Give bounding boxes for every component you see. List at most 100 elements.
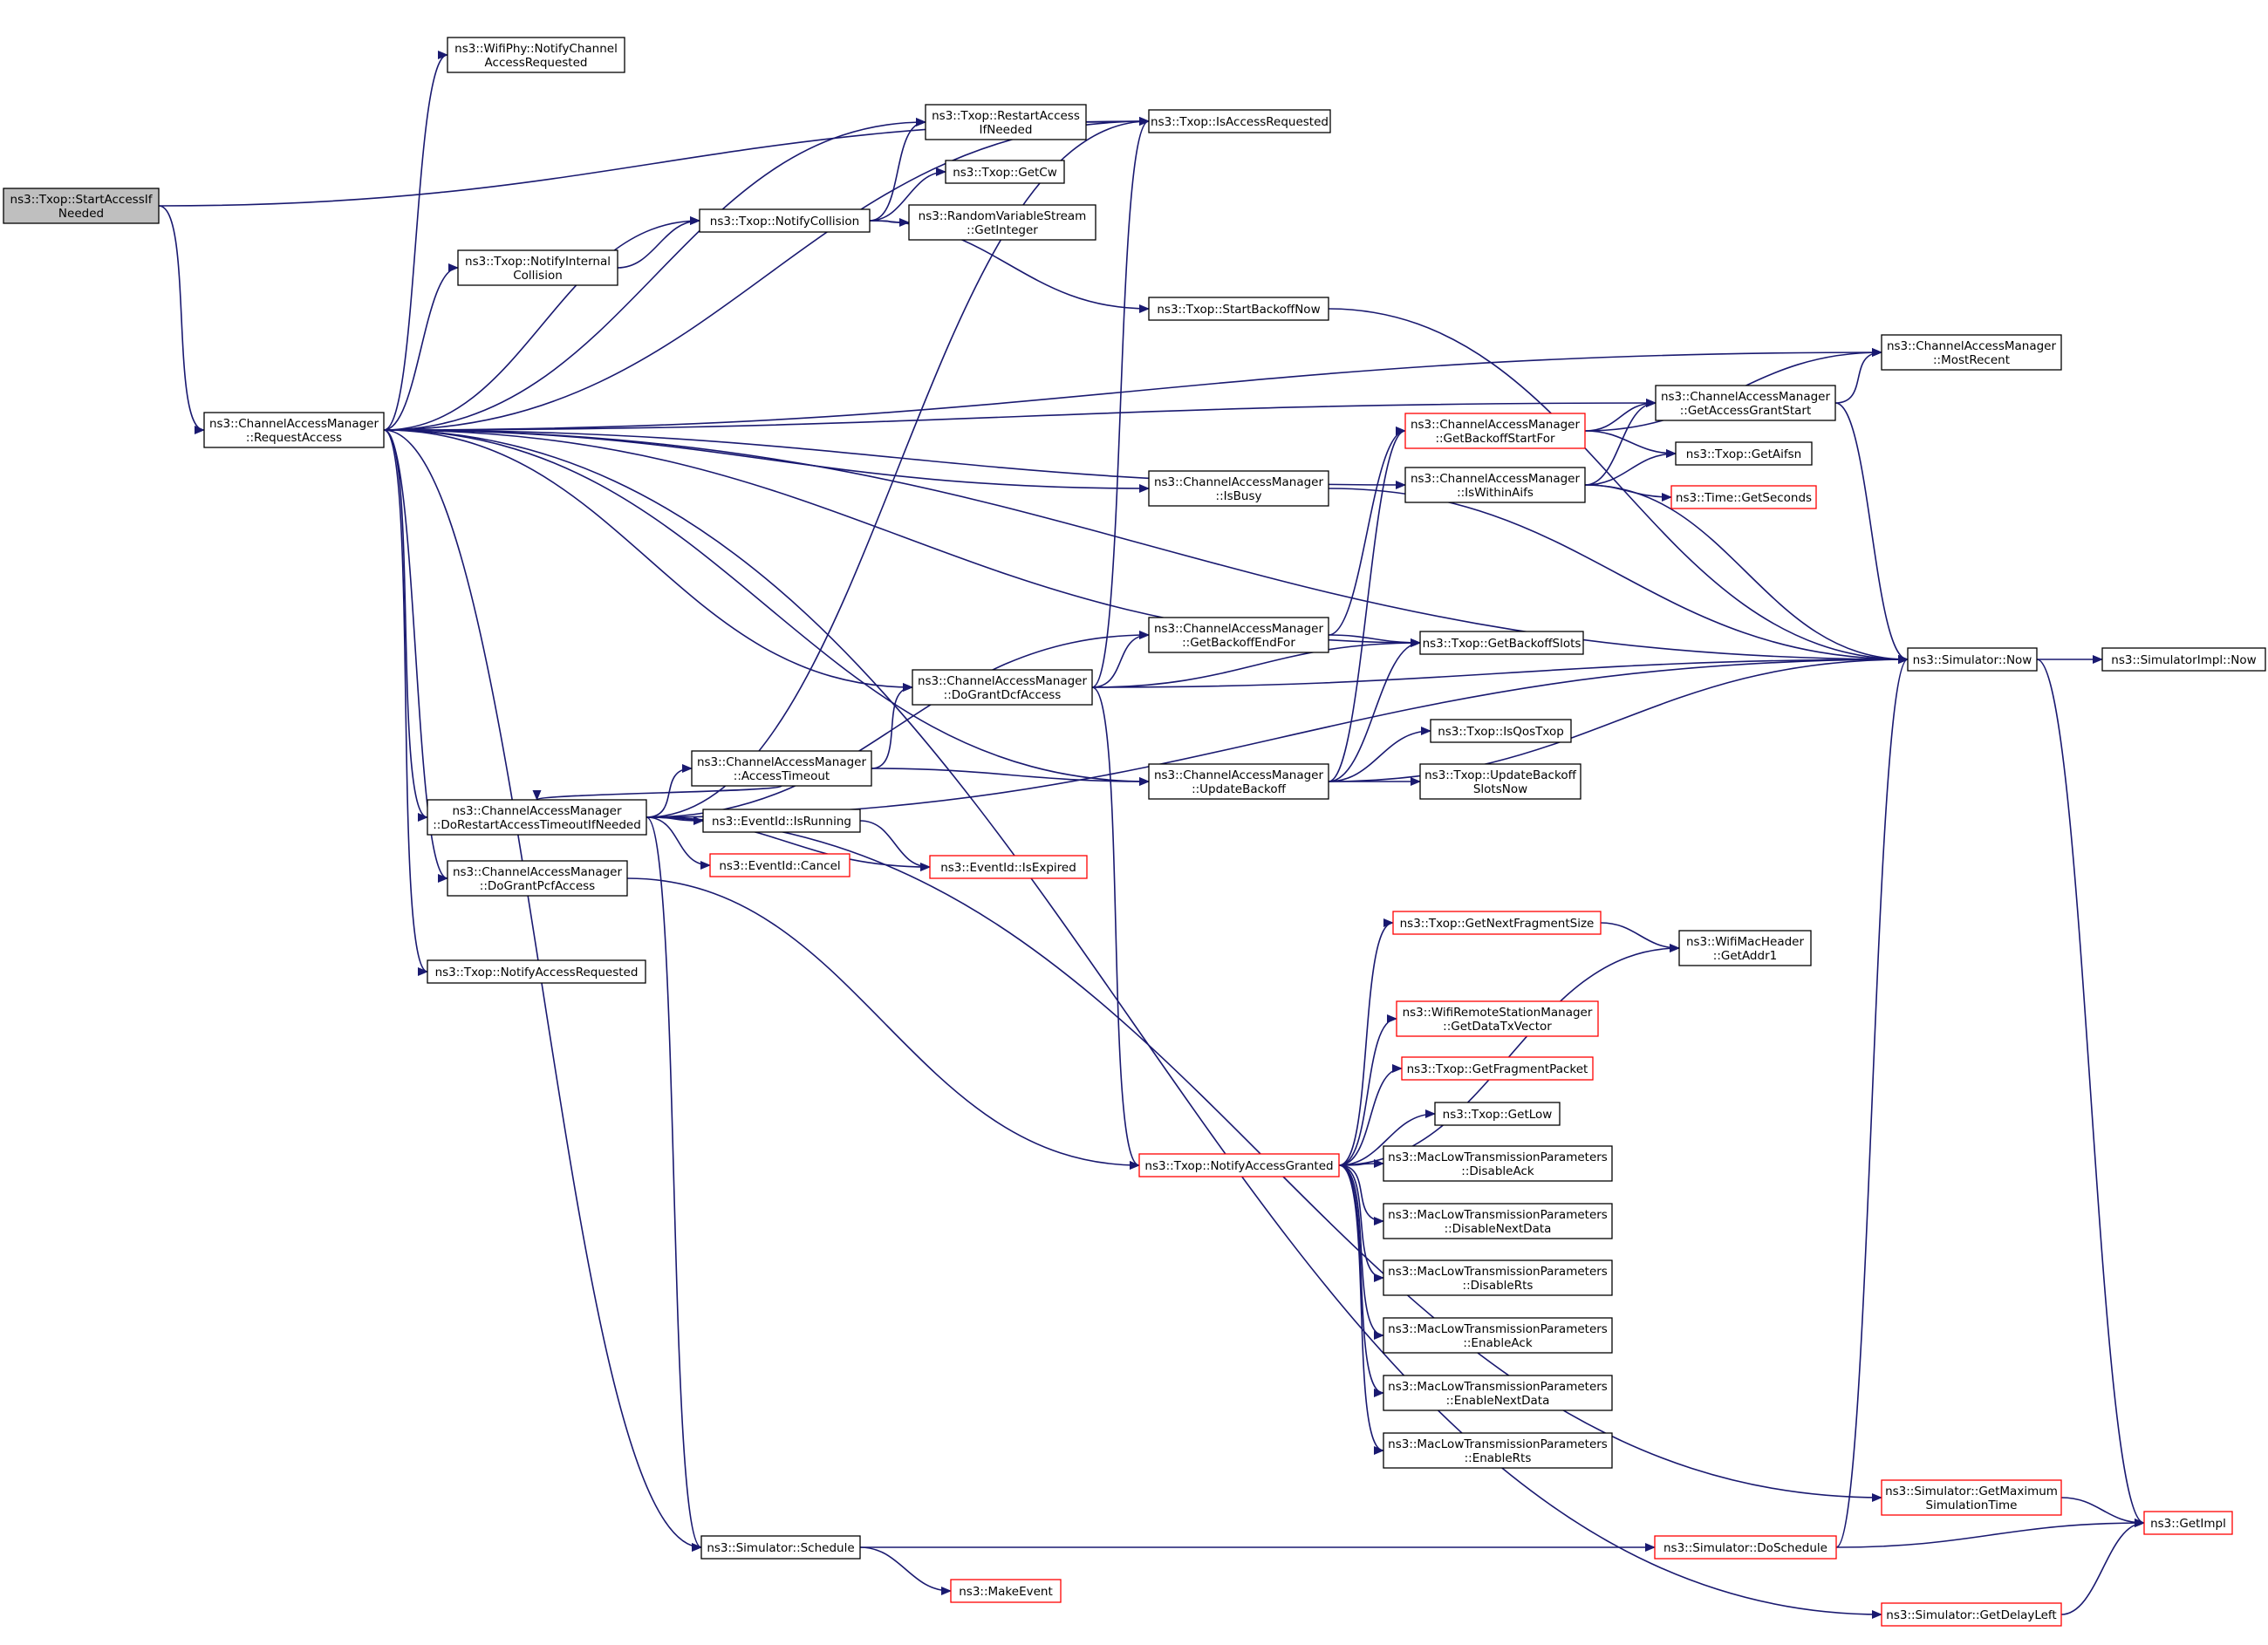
graph-node-getImpl[interactable]: ns3::GetImpl (2143, 1511, 2233, 1535)
node-label-line: ns3::ChannelAccessManager (1411, 418, 1581, 432)
call-edge-doGrantDcfAccess-to-isAccessRequested (1091, 117, 1150, 688)
call-edge-getBackoffStartFor-to-getAccessGrantStart (1584, 399, 1657, 432)
node-label-line: ns3::ChannelAccessManager (1154, 475, 1324, 489)
node-label-line: ::EnableAck (1463, 1336, 1533, 1350)
call-edge-startBackoffNow-to-simulatorNow (1328, 308, 1909, 664)
graph-node-enableNextData[interactable]: ns3::MacLowTransmissionParameters::Enabl… (1383, 1375, 1613, 1411)
node-box (1881, 1479, 2062, 1516)
call-edge-requestAccess-to-restartAccessIfNeeded (383, 118, 926, 431)
graph-node-doGrantDcfAccess[interactable]: ns3::ChannelAccessManager::DoGrantDcfAcc… (912, 669, 1093, 706)
node-label-line: ns3::Txop::RestartAccess (932, 109, 1080, 123)
call-edge-accessTimeout-to-doGrantDcfAccess (871, 683, 913, 769)
graph-node-getSeconds[interactable]: ns3::Time::GetSeconds (1670, 485, 1817, 509)
graph-node-getLow[interactable]: ns3::Txop::GetLow (1434, 1102, 1561, 1126)
node-label-line: ::DoGrantDcfAccess (944, 688, 1062, 702)
graph-node-getBackoffStartFor[interactable]: ns3::ChannelAccessManager::GetBackoffSta… (1404, 413, 1586, 449)
graph-node-isBusy[interactable]: ns3::ChannelAccessManager::IsBusy (1148, 470, 1329, 507)
graph-node-enableAck[interactable]: ns3::MacLowTransmissionParameters::Enabl… (1383, 1317, 1613, 1354)
call-edge-notifyAccessGranted-to-getDataTxVector (1338, 1014, 1397, 1166)
call-edge-requestAccess-to-simulatorNow (383, 429, 1909, 664)
graph-node-accessTimeout[interactable]: ns3::ChannelAccessManager::AccessTimeout (691, 750, 872, 787)
graph-node-disableNextData[interactable]: ns3::MacLowTransmissionParameters::Disab… (1383, 1203, 1613, 1239)
graph-node-simulatorImplNow[interactable]: ns3::SimulatorImpl::Now (2101, 647, 2266, 672)
graph-node-notifyCollision[interactable]: ns3::Txop::NotifyCollision (699, 208, 871, 233)
call-edge-requestAccess-to-getBackoffSlots (383, 429, 1421, 647)
node-label-line: ns3::EventId::IsRunning (712, 815, 851, 829)
node-box (1148, 297, 1329, 321)
call-edge-notifyAccessGranted-to-getFragmentPacket (1338, 1064, 1403, 1166)
node-box (1670, 485, 1817, 509)
call-edge-getBackoffEndFor-to-getBackoffStartFor (1328, 427, 1406, 636)
graph-node-getFragmentPacket[interactable]: ns3::Txop::GetFragmentPacket (1401, 1056, 1594, 1081)
graph-node-makeEvent[interactable]: ns3::MakeEvent (950, 1579, 1062, 1603)
call-edge-requestAccess-to-doGrantPcfAccess (383, 429, 448, 883)
node-box (1881, 334, 2062, 371)
node-box (1383, 1259, 1613, 1296)
call-edge-doSchedule-to-simulatorNow (1835, 655, 1909, 1548)
graph-node-getBackoffSlots[interactable]: ns3::Txop::GetBackoffSlots (1419, 631, 1584, 655)
call-edge-notifyAccessGranted-to-enableRts (1338, 1164, 1384, 1455)
graph-node-getDelayLeft[interactable]: ns3::Simulator::GetDelayLeft (1881, 1602, 2062, 1627)
call-edge-doGrantDcfAccess-to-getBackoffSlots (1091, 638, 1421, 688)
call-edge-getMaximumSimulationTime-to-getImpl (2060, 1497, 2145, 1527)
graph-node-doSchedule[interactable]: ns3::Simulator::DoSchedule (1654, 1535, 1837, 1560)
graph-node-updateBackoff[interactable]: ns3::ChannelAccessManager::UpdateBackoff (1148, 763, 1329, 800)
node-box (427, 959, 646, 984)
graph-node-cancel[interactable]: ns3::EventId::Cancel (709, 853, 850, 877)
graph-node-startBackoffNow[interactable]: ns3::Txop::StartBackoffNow (1148, 297, 1329, 321)
node-box (912, 669, 1093, 706)
node-label-line: ns3::MakeEvent (959, 1585, 1053, 1599)
graph-node-getAifsn[interactable]: ns3::Txop::GetAifsn (1675, 441, 1813, 466)
call-edge-requestAccess-to-updateBackoff (383, 429, 1150, 786)
node-box (700, 1535, 861, 1560)
graph-node-enableRts[interactable]: ns3::MacLowTransmissionParameters::Enabl… (1383, 1432, 1613, 1469)
graph-node-getNextFragmentSize[interactable]: ns3::Txop::GetNextFragmentSize (1392, 911, 1602, 935)
graph-node-getDataTxVector[interactable]: ns3::WifiRemoteStationManager::GetDataTx… (1396, 1000, 1599, 1037)
graph-node-disableAck[interactable]: ns3::MacLowTransmissionParameters::Disab… (1383, 1145, 1613, 1182)
node-label-line: ns3::SimulatorImpl::Now (2111, 653, 2256, 667)
graph-node-doGrantPcfAccess[interactable]: ns3::ChannelAccessManager::DoGrantPcfAcc… (447, 860, 628, 897)
node-label-line: ::DoGrantPcfAccess (480, 879, 595, 893)
graph-node-getCw[interactable]: ns3::Txop::GetCw (945, 160, 1065, 184)
call-edge-updateBackoff-to-getBackoffStartFor (1328, 427, 1406, 782)
graph-node-isRunning[interactable]: ns3::EventId::IsRunning (702, 809, 861, 833)
graph-node-getBackoffEndFor[interactable]: ns3::ChannelAccessManager::GetBackoffEnd… (1148, 617, 1329, 653)
graph-node-requestAccess[interactable]: ns3::ChannelAccessManager::RequestAccess (203, 412, 385, 448)
graph-node-simulatorNow[interactable]: ns3::Simulator::Now (1907, 647, 2038, 672)
node-box (1138, 1153, 1340, 1177)
node-label-line: ns3::Txop::IsAccessRequested (1151, 115, 1329, 129)
graph-node-getAddr1[interactable]: ns3::WifiMacHeader::GetAddr1 (1678, 930, 1812, 966)
node-label-line: ns3::Txop::NotifyAccessGranted (1144, 1159, 1333, 1173)
graph-node-isQosTxop[interactable]: ns3::Txop::IsQosTxop (1430, 719, 1572, 743)
node-label-line: ::AccessTimeout (734, 769, 830, 783)
graph-node-isWithinAifs[interactable]: ns3::ChannelAccessManager::IsWithinAifs (1404, 467, 1586, 503)
graph-node-simulatorSchedule[interactable]: ns3::Simulator::Schedule (700, 1535, 861, 1560)
graph-node-disableRts[interactable]: ns3::MacLowTransmissionParameters::Disab… (1383, 1259, 1613, 1296)
call-edge-simulatorNow-to-getImpl (2036, 659, 2145, 1527)
graph-node-isAccessRequested[interactable]: ns3::Txop::IsAccessRequested (1148, 109, 1331, 133)
node-label-line: ns3::Simulator::GetMaximum (1885, 1485, 2058, 1498)
node-box (1419, 631, 1584, 655)
node-box (691, 750, 872, 787)
graph-node-doRestartAccessTimeoutIfNeeded[interactable]: ns3::ChannelAccessManager::DoRestartAcce… (427, 799, 647, 836)
graph-node-getInteger[interactable]: ns3::RandomVariableStream::GetInteger (908, 204, 1096, 241)
node-label-line: ::IsBusy (1216, 489, 1262, 503)
node-label-line: ::GetAccessGrantStart (1680, 404, 1811, 418)
graph-node-notifyAccessRequested[interactable]: ns3::Txop::NotifyAccessRequested (427, 959, 646, 984)
node-label-line: ns3::WifiPhy::NotifyChannel (454, 42, 618, 56)
node-label-line: Collision (513, 269, 563, 283)
node-box (1419, 763, 1581, 800)
graph-node-isExpired[interactable]: ns3::EventId::IsExpired (929, 855, 1088, 879)
graph-node-notifyChannelAccessRequested[interactable]: ns3::WifiPhy::NotifyChannelAccessRequest… (447, 37, 625, 73)
graph-node-getAccessGrantStart[interactable]: ns3::ChannelAccessManager::GetAccessGran… (1655, 385, 1836, 421)
call-edge-getAccessGrantStart-to-simulatorNow (1834, 402, 1909, 664)
node-label-line: ns3::Time::GetSeconds (1676, 491, 1812, 505)
graph-node-notifyAccessGranted[interactable]: ns3::Txop::NotifyAccessGranted (1138, 1153, 1340, 1177)
graph-node-mostRecent[interactable]: ns3::ChannelAccessManager::MostRecent (1881, 334, 2062, 371)
node-label-line: ::UpdateBackoff (1192, 782, 1287, 796)
